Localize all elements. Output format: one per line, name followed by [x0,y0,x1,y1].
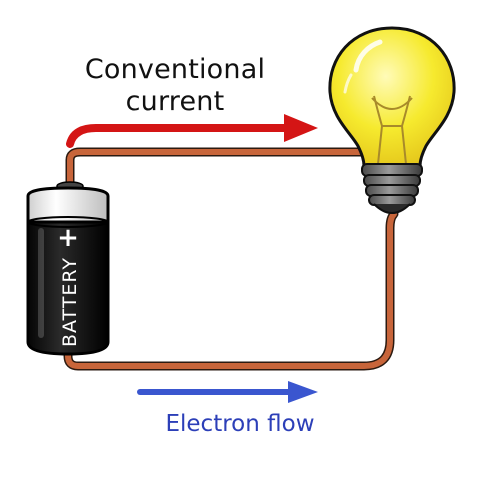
conventional-current-label-line2: current [125,86,225,117]
battery [26,181,110,356]
battery-plus-sign: + [57,223,79,253]
conventional-current-arrow [66,114,318,148]
conventional-current-label: Conventional current [60,54,290,118]
copper-wire [63,147,399,371]
electron-flow-label: Electron flow [165,411,315,437]
lightbulb [328,26,456,214]
conventional-current-label-line1: Conventional [84,54,266,85]
electron-flow-arrow [137,381,318,403]
battery-label: BATTERY [59,257,81,347]
